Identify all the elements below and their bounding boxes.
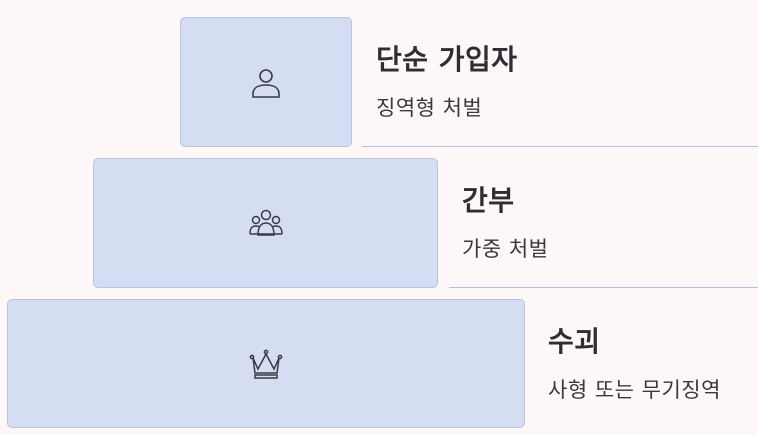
tier-1-box [180, 17, 352, 147]
tier-2-box [93, 158, 438, 288]
tier-2-description: 가중 처벌 [462, 237, 549, 261]
tier-3-description: 사형 또는 무기징역 [548, 378, 721, 402]
tier-2-divider [449, 287, 758, 288]
person-icon [252, 69, 280, 98]
tier-1-divider [362, 146, 758, 147]
group-icon [248, 209, 283, 236]
tier-1-title: 단순 가입자 [376, 43, 518, 76]
tier-1-description: 징역형 처벌 [376, 96, 483, 120]
crown-icon [249, 349, 283, 379]
tier-3-title: 수괴 [548, 325, 601, 358]
tier-2-title: 간부 [462, 184, 515, 217]
tier-3-box [7, 299, 525, 428]
